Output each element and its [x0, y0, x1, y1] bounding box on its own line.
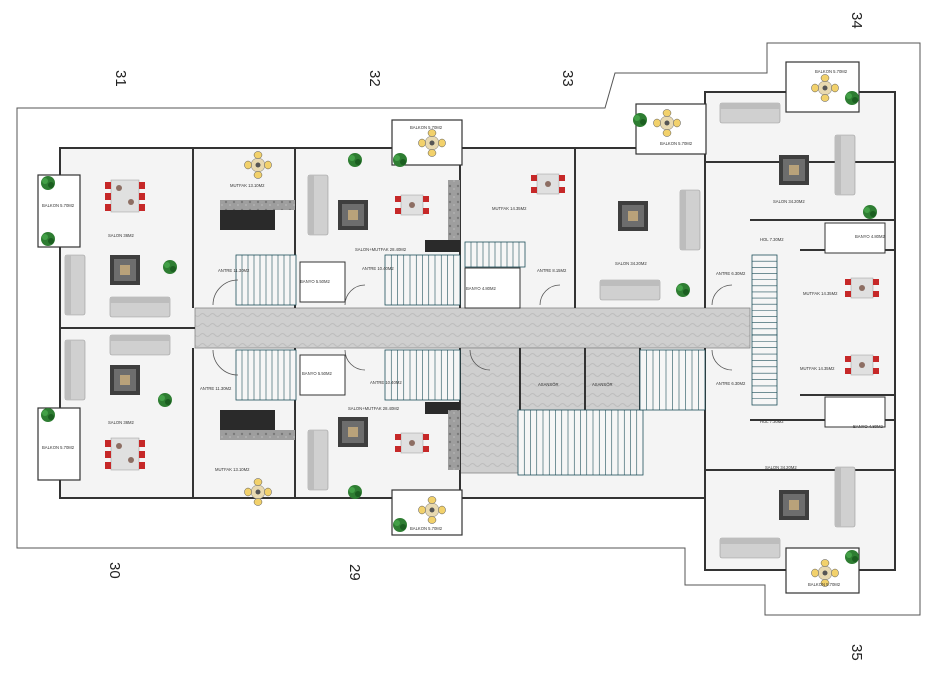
- label-balkon-29: BALKON 5.70M2: [410, 526, 443, 531]
- label-salon-34: SALON 34.20M2: [773, 199, 805, 204]
- label-mutfak-34: MUTFAK 14.35M2: [803, 291, 838, 296]
- label-hol-35: HOL 7.30M2: [760, 419, 784, 424]
- label-salon-31: SALON 36M2: [108, 233, 135, 238]
- label-asansor-1: ASANSÖR: [538, 382, 558, 387]
- unit-number-33: 33: [559, 70, 576, 87]
- bathrooms: [299, 222, 886, 428]
- unit-number-31: 31: [112, 70, 129, 87]
- label-hol-34: HOL 7.30M2: [760, 237, 784, 242]
- balconies: [37, 61, 860, 594]
- door-swings: [212, 279, 733, 376]
- site-boundary: [16, 42, 921, 616]
- label-mutfak-30: MUTFAK 13.10M2: [215, 467, 250, 472]
- room-labels: BALKON 5.70M2 SALON 36M2 MUTFAK 13.10M2 …: [42, 69, 885, 587]
- label-mutfak-35: MUTFAK 14.35M2: [800, 366, 835, 371]
- unit-number-29: 29: [346, 564, 363, 581]
- label-antre-35: ANTRE 6.30M2: [716, 381, 746, 386]
- label-asansor-2: ASANSÖR: [592, 382, 612, 387]
- stair-treads: [241, 242, 777, 475]
- label-balkon-34: BALKON 5.70M2: [815, 69, 848, 74]
- label-balkon-32: BALKON 5.70M2: [410, 125, 443, 130]
- label-mutfak-33: MUTFAK 14.35M2: [492, 206, 527, 211]
- label-banyo-33: BANYO 4.80M2: [466, 286, 496, 291]
- unit-number-34: 34: [848, 12, 865, 29]
- label-banyo-34: BANYO 4.80M2: [855, 234, 885, 239]
- label-antre-32: ANTRE 10.40M2: [362, 266, 394, 271]
- label-mutfak-31: MUTFAK 13.10M2: [230, 183, 265, 188]
- unit-number-35: 35: [848, 644, 865, 661]
- unit-number-32: 32: [366, 70, 383, 87]
- countertop-granite: [220, 180, 460, 470]
- label-salon-mutfak-29: SALON+MUTFAK 28.40M2: [348, 406, 400, 411]
- label-salon-mutfak-32: SALON+MUTFAK 28.40M2: [355, 247, 407, 252]
- label-antre-30: ANTRE 11.30M2: [200, 386, 232, 391]
- label-antre-34: ANTRE 6.30M2: [716, 271, 746, 276]
- label-antre-29: ANTRE 10.40M2: [370, 380, 402, 385]
- unit-numbers: 34 31 32 33 30 29 35: [106, 12, 865, 661]
- label-salon-35: SALON 34.20M2: [765, 465, 797, 470]
- label-antre-33: ANTRE 8.15M2: [537, 268, 567, 273]
- label-banyo-35: BANYO 4.80M2: [853, 424, 883, 429]
- label-salon-33: SALON 34.20M2: [615, 261, 647, 266]
- label-balkon-33: BALKON 5.70M2: [660, 141, 693, 146]
- label-salon-30: SALON 36M2: [108, 420, 135, 425]
- label-antre-31: ANTRE 11.30M2: [218, 268, 250, 273]
- central-corridor: [194, 307, 751, 349]
- label-balkon-31: BALKON 5.70M2: [42, 203, 75, 208]
- label-banyo-32: BANYO 5.50M2: [300, 279, 330, 284]
- label-balkon-30: BALKON 5.70M2: [42, 445, 75, 450]
- label-balkon-35: BALKON 5.70M2: [808, 582, 841, 587]
- unit-number-30: 30: [106, 562, 123, 579]
- label-banyo-29: BANYO 5.50M2: [302, 371, 332, 376]
